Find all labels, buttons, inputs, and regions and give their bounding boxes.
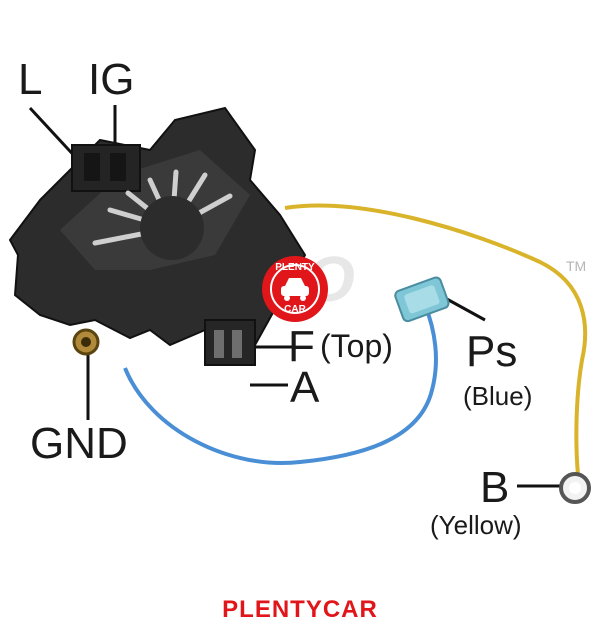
label-b-note: (Yellow) — [430, 510, 522, 540]
footer-brand: PLENTYCAR — [222, 596, 378, 623]
yellow-wire — [284, 203, 588, 476]
label-gnd: GND — [30, 419, 128, 468]
brush-holder — [204, 319, 256, 366]
label-b: B — [480, 463, 510, 512]
car-icon — [281, 278, 309, 301]
badge-text: PLENTY CAR — [262, 256, 328, 322]
blue-connector — [394, 276, 450, 323]
label-ps: Ps — [466, 327, 518, 376]
badge-top-text: PLENTY — [275, 262, 315, 273]
label-f-note: (Top) — [320, 328, 393, 364]
plug-socket — [71, 144, 141, 192]
trademark-mark: TM — [566, 258, 587, 274]
blue-wire — [123, 304, 438, 465]
regulator-body — [8, 106, 307, 366]
label-ig: IG — [88, 55, 135, 104]
ring-terminal-hole — [569, 482, 581, 494]
leader-line-ps — [444, 296, 486, 322]
label-f: F — [288, 322, 315, 371]
label-ps-note: (Blue) — [463, 381, 533, 411]
badge-bottom-text: CAR — [284, 304, 306, 315]
label-a: A — [290, 363, 320, 412]
label-l: L — [18, 55, 43, 104]
